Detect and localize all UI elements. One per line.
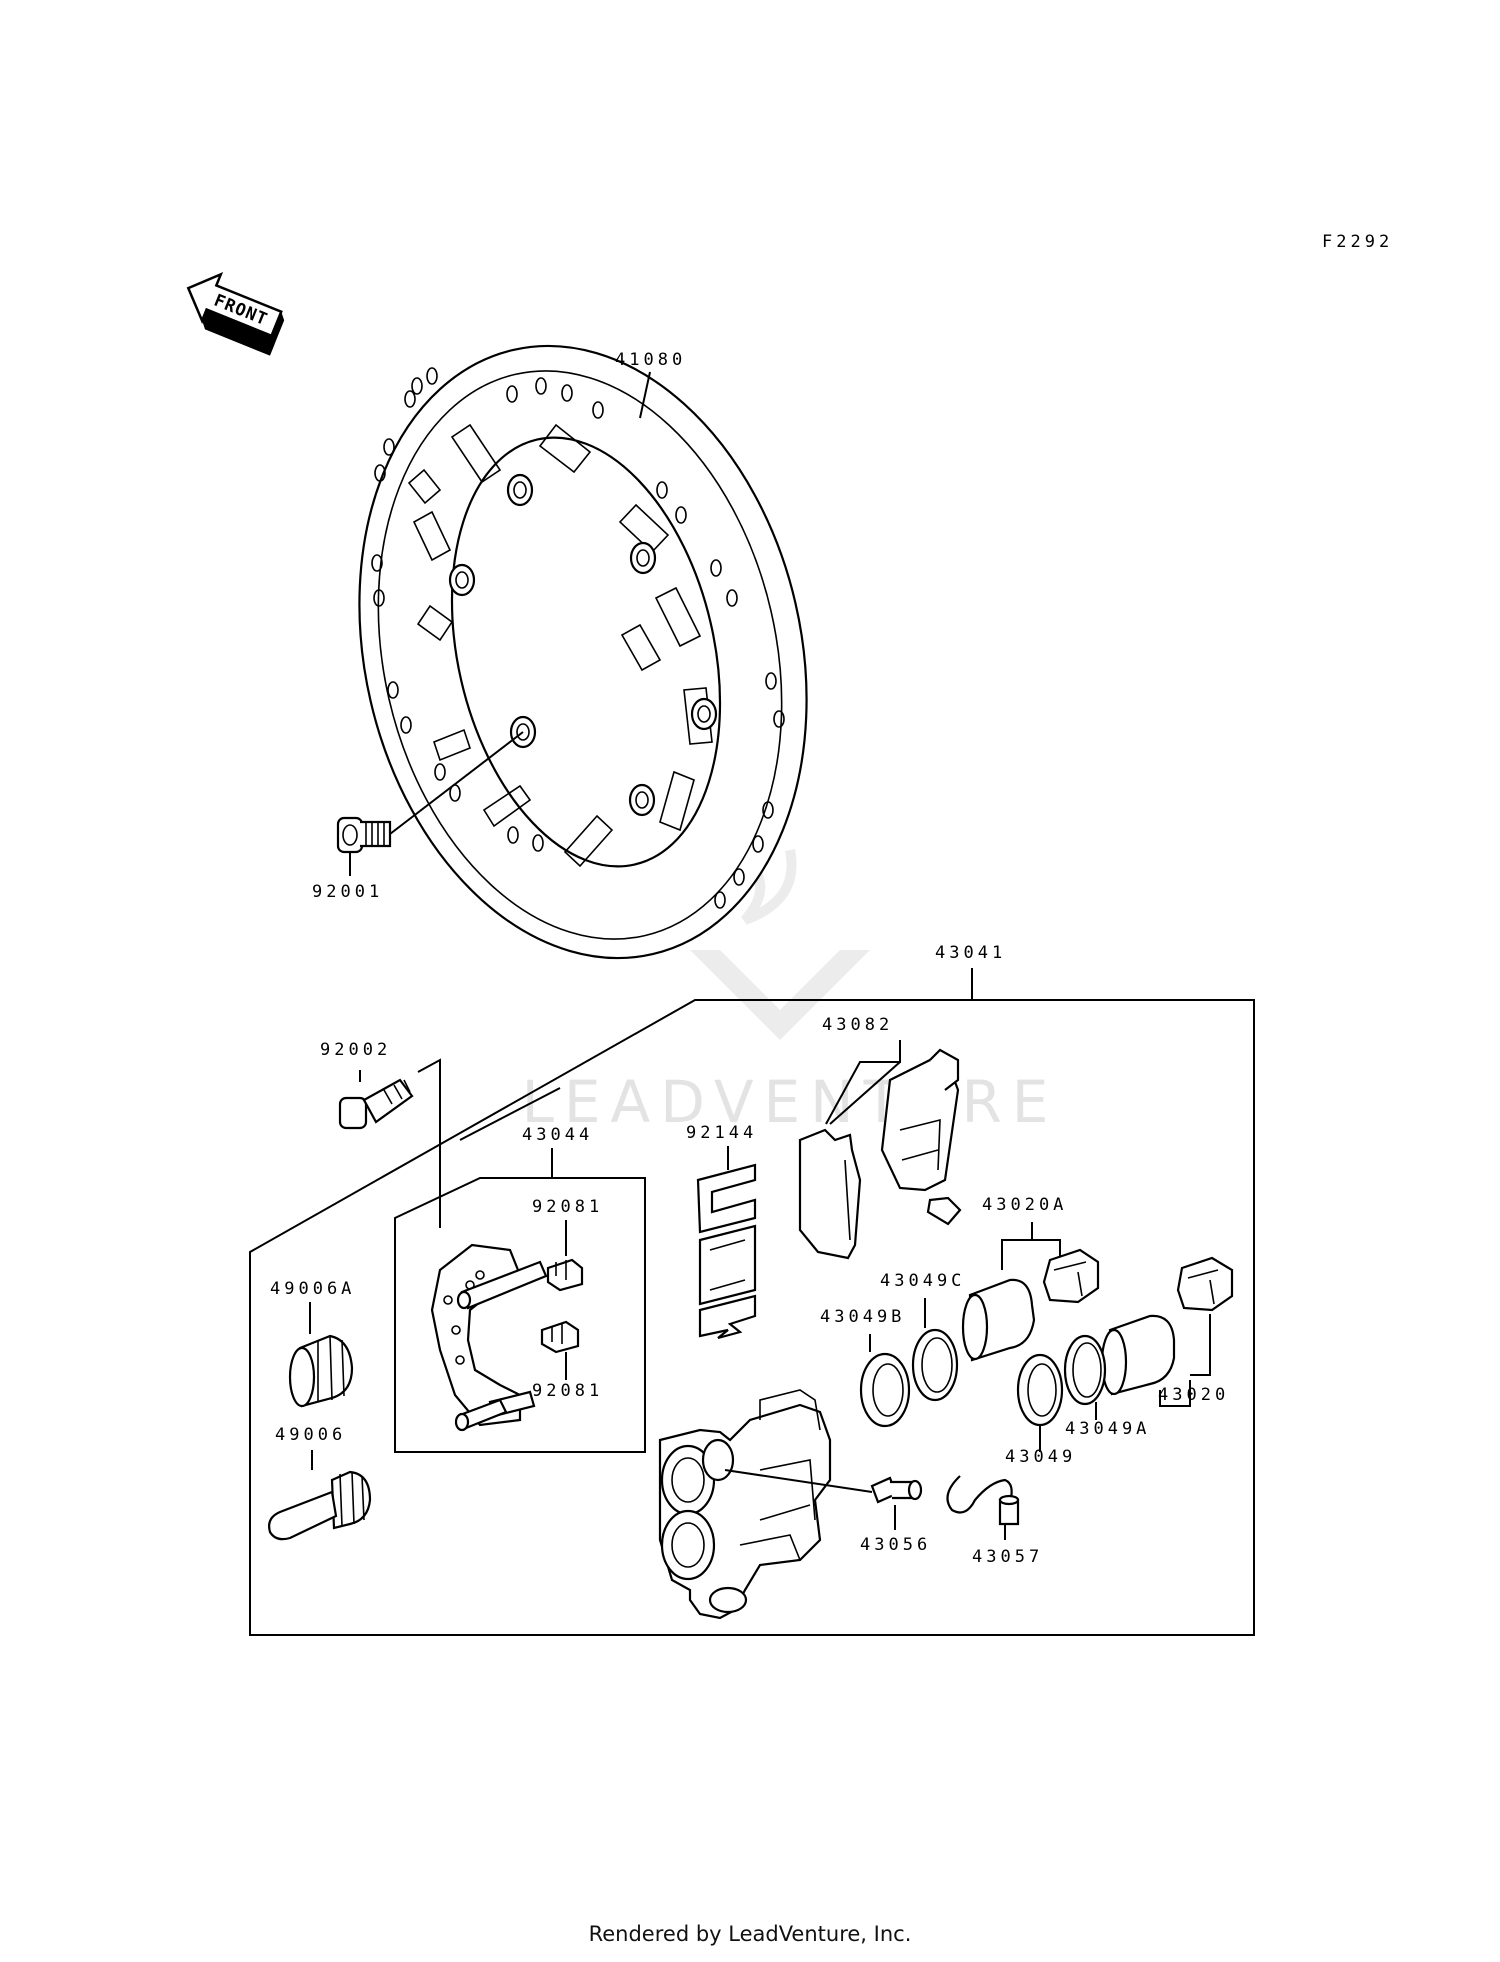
piston-insulator-43020: [1176, 1256, 1234, 1312]
dust-boot-49006: [268, 1470, 372, 1541]
disc-spoke-slots: [407, 423, 713, 868]
bleeder-valve-43056: [870, 1476, 923, 1504]
brake-pad-inner: [880, 1048, 962, 1226]
piston-insulator-43020A: [1042, 1248, 1100, 1304]
clip-92081-upper: [546, 1258, 584, 1292]
label-43049B: 43049B: [820, 1307, 905, 1327]
seal-43049: [1016, 1353, 1064, 1427]
assembly-boundary-43044: [394, 1177, 646, 1453]
label-92081-lower: 92081: [532, 1381, 603, 1401]
label-43082: 43082: [822, 1015, 893, 1035]
label-43049A: 43049A: [1065, 1419, 1150, 1439]
footer-credit: Rendered by LeadVenture, Inc.: [588, 1922, 912, 1946]
bolt-92001: [336, 816, 392, 854]
caliper-body: [658, 1389, 832, 1620]
label-41080: 41080: [615, 350, 686, 370]
label-43020: 43020: [1158, 1385, 1229, 1405]
label-43049C: 43049C: [880, 1271, 965, 1291]
label-49006: 49006: [275, 1425, 346, 1445]
brake-pad-outer: [798, 1128, 862, 1260]
caliper-bracket: [430, 1243, 548, 1432]
seal-43049B: [859, 1352, 911, 1428]
label-92081-upper: 92081: [532, 1197, 603, 1217]
label-43020A: 43020A: [982, 1195, 1067, 1215]
seal-43049A: [1063, 1334, 1107, 1406]
pad-spring-92144: [696, 1163, 757, 1340]
watermark: LEADVENTURE: [522, 845, 1059, 1136]
label-49006A: 49006A: [270, 1279, 355, 1299]
brake-disc: [358, 344, 808, 960]
piston-43020: [1100, 1314, 1176, 1396]
label-43041: 43041: [935, 943, 1006, 963]
label-43056: 43056: [860, 1535, 931, 1555]
seal-43049C: [911, 1328, 959, 1402]
label-43049: 43049: [1005, 1447, 1076, 1467]
clip-92081-lower: [540, 1320, 580, 1354]
label-92001: 92001: [312, 882, 383, 902]
bolt-92002: [338, 1078, 414, 1130]
bleeder-cap-43057: [946, 1475, 1020, 1526]
piston-43020A: [961, 1278, 1036, 1362]
watermark-text: LEADVENTURE: [522, 1068, 1059, 1136]
diagram-code: F2292: [1322, 232, 1393, 252]
disc-vent-holes: [371, 367, 785, 909]
label-92144: 92144: [686, 1123, 757, 1143]
label-43044: 43044: [522, 1125, 593, 1145]
label-43057: 43057: [972, 1547, 1043, 1567]
disc-mounting-holes: [448, 473, 718, 817]
front-arrow-icon: FRONT: [186, 271, 285, 356]
label-92002: 92002: [320, 1040, 391, 1060]
assembly-boundary-43041: [249, 999, 1255, 1636]
dust-boot-49006A: [288, 1334, 354, 1408]
